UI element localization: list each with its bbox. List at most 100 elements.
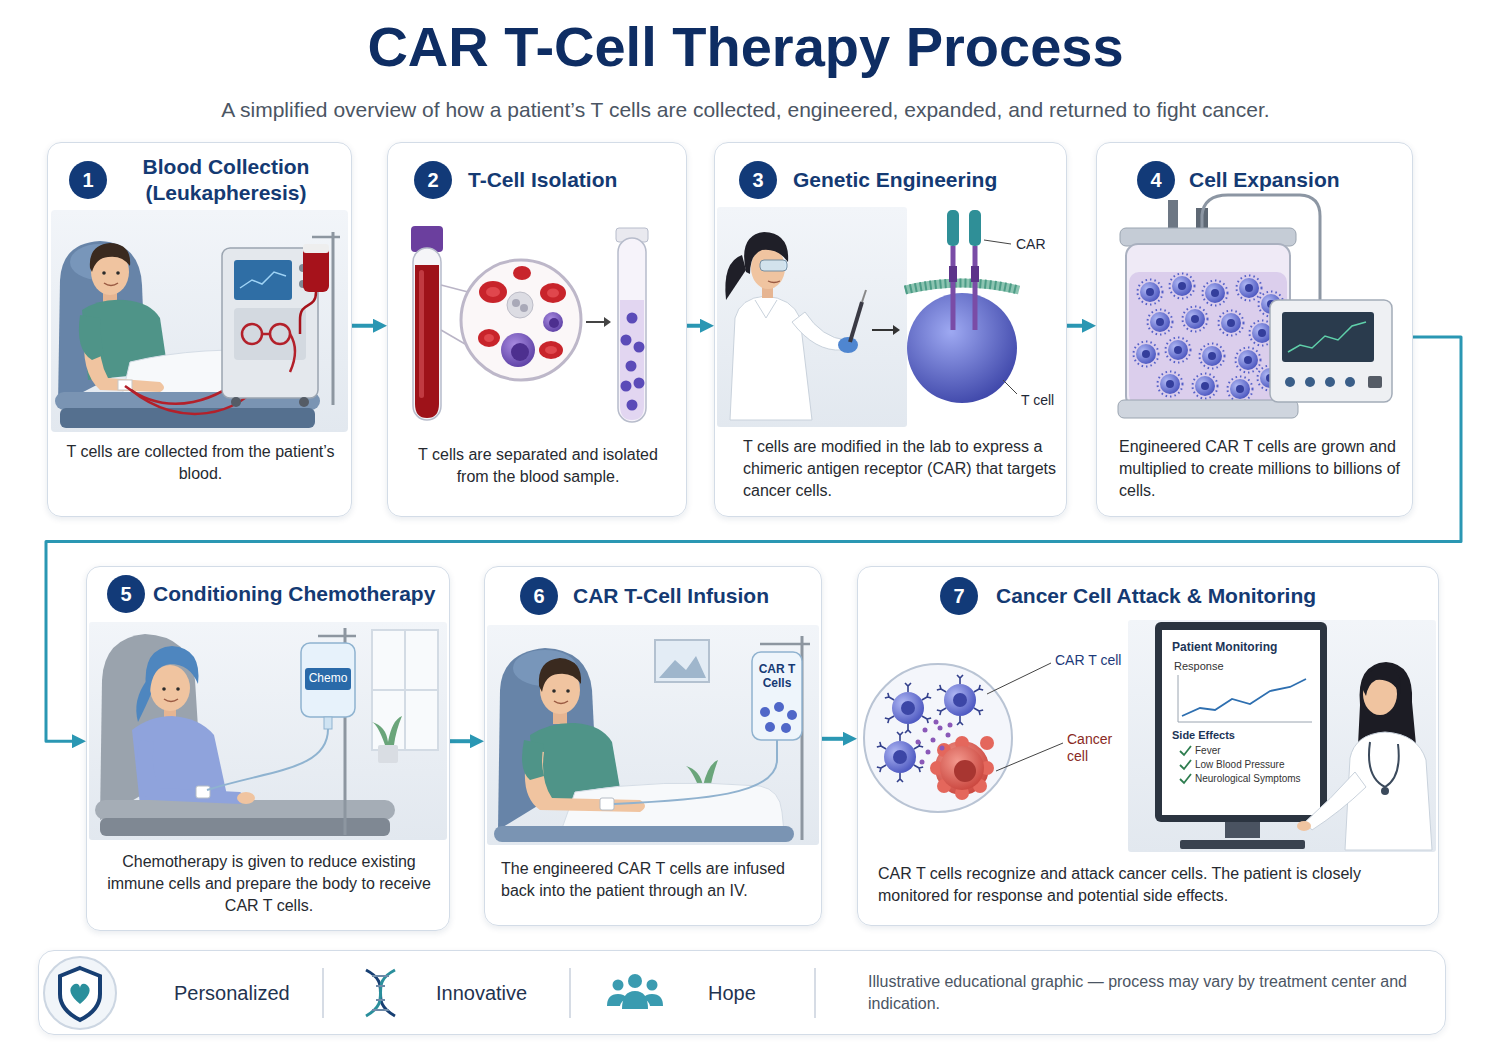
chemotherapy-scene xyxy=(162,687,166,691)
infusion-scene xyxy=(494,826,794,842)
isolation-scene xyxy=(621,335,632,346)
step-number-badge: 3 xyxy=(739,161,777,199)
flow-arrow xyxy=(46,337,1461,741)
step-number: 4 xyxy=(1150,170,1161,190)
infusion-scene xyxy=(655,640,709,682)
isolation-scene xyxy=(634,342,645,353)
step-description: T cells are modified in the lab to expre… xyxy=(743,436,1058,502)
chemotherapy-scene xyxy=(207,729,328,790)
leukapheresis-scene xyxy=(51,210,348,432)
step-description: Engineered CAR T cells are grown and mul… xyxy=(1119,436,1404,502)
monitoring-scene xyxy=(1178,675,1312,722)
infusion-scene xyxy=(760,643,810,646)
engineering-scene xyxy=(971,266,979,282)
engineering-scene xyxy=(905,283,1019,290)
isolation-scene xyxy=(586,321,604,323)
bioreactor-scene xyxy=(1148,310,1173,335)
step-description: T cells are collected from the patient’s… xyxy=(63,441,338,485)
bioreactor-scene xyxy=(1288,322,1366,352)
isolation-scene xyxy=(413,248,441,420)
text-slot: Neurological Symptoms xyxy=(1195,773,1301,785)
bioreactor-scene xyxy=(1168,200,1178,230)
leukapheresis-scene xyxy=(104,283,118,286)
bioreactor-scene xyxy=(1202,195,1320,300)
infusion-scene xyxy=(760,707,770,717)
attack-scene xyxy=(934,720,939,725)
leukapheresis-scene xyxy=(312,236,340,239)
text-slot: Low Blood Pressure xyxy=(1195,759,1285,771)
footer-icons xyxy=(70,984,89,1004)
leukapheresis-scene xyxy=(60,408,315,428)
footer-icons xyxy=(366,970,395,1016)
engineering-scene xyxy=(792,312,846,350)
engineering-scene xyxy=(872,329,893,331)
text-slot: T-Cell Isolation xyxy=(468,167,676,193)
text-slot: T cells are collected from the patient’s… xyxy=(63,441,338,485)
footer-icons xyxy=(44,957,815,1029)
step-card: Cell ExpansionEngineered CAR T cells are… xyxy=(1096,142,1413,517)
isolation-scene xyxy=(627,313,638,324)
step-card: Genetic EngineeringT cells are modified … xyxy=(714,142,1067,517)
isolation-scene xyxy=(618,238,646,422)
bioreactor-scene xyxy=(1170,274,1195,299)
text-slot: Chemotherapy is given to reduce existing… xyxy=(101,851,437,917)
isolation-scene xyxy=(415,265,439,418)
attack-scene xyxy=(954,760,976,782)
footer-icons xyxy=(814,968,816,1018)
engineering-scene xyxy=(1003,380,1017,394)
chemotherapy-scene xyxy=(89,622,447,840)
chemotherapy-scene xyxy=(146,646,199,692)
monitoring-scene xyxy=(1128,620,1436,852)
infusion-scene xyxy=(522,740,544,780)
flow-arrow xyxy=(687,324,708,328)
step-title: Blood Collection (Leukapheresis) xyxy=(110,154,342,206)
engineering-scene xyxy=(905,283,1019,290)
flow-arrow xyxy=(450,739,478,743)
leukapheresis-scene xyxy=(242,324,262,344)
chemotherapy-scene xyxy=(89,622,447,840)
text-slot: T cells are modified in the lab to expre… xyxy=(743,436,1058,502)
chemotherapy-scene xyxy=(318,635,356,638)
attack-scene xyxy=(931,738,936,743)
engineering-scene xyxy=(717,207,907,427)
attack-scene xyxy=(937,675,983,725)
bioreactor-scene xyxy=(1118,400,1298,418)
engineering-scene xyxy=(893,325,900,335)
text-slot: Illustrative educational graphic — proce… xyxy=(868,971,1428,1015)
attack-scene xyxy=(948,723,953,728)
infusion-scene xyxy=(487,625,819,845)
text-slot: CAR T cells recognize and attack cancer … xyxy=(878,863,1418,907)
attack-scene xyxy=(926,750,931,755)
flow-arrow xyxy=(1067,324,1090,328)
isolation-scene xyxy=(507,292,533,318)
attack-scene xyxy=(864,663,1063,812)
text-slot: Chemo xyxy=(305,671,351,685)
engineering-scene xyxy=(969,210,981,246)
leukapheresis-scene xyxy=(90,243,130,272)
step-number-badge: 1 xyxy=(69,161,107,199)
step-card: Cancer Cell Attack & MonitoringCAR T cel… xyxy=(857,566,1439,926)
leukapheresis-scene xyxy=(270,324,290,344)
footer-icons xyxy=(372,976,389,1010)
leukapheresis-scene xyxy=(300,292,316,334)
infusion-scene xyxy=(554,701,568,704)
isolation-scene xyxy=(539,341,563,359)
step-title: Cell Expansion xyxy=(1189,167,1404,193)
text-slot: The engineered CAR T cells are infused b… xyxy=(501,858,811,902)
attack-scene xyxy=(923,728,928,733)
bioreactor-scene xyxy=(1166,338,1191,363)
chemotherapy-scene xyxy=(176,687,180,691)
isolation-scene xyxy=(634,378,645,389)
step-number: 5 xyxy=(120,584,131,604)
value-label: Innovative xyxy=(436,982,596,1004)
bioreactor-scene xyxy=(1345,377,1355,387)
monitoring-scene xyxy=(1182,679,1306,716)
text-slot: Personalized xyxy=(174,982,334,1004)
engineering-scene xyxy=(730,296,812,420)
step-card: Conditioning ChemotherapyChemotherapy is… xyxy=(86,566,450,931)
footer-icons xyxy=(613,980,624,991)
bioreactor-scene xyxy=(1305,377,1315,387)
text-slot: Hope xyxy=(708,982,838,1004)
infusion-scene xyxy=(552,689,556,693)
step-title: Conditioning Chemotherapy xyxy=(153,581,443,607)
